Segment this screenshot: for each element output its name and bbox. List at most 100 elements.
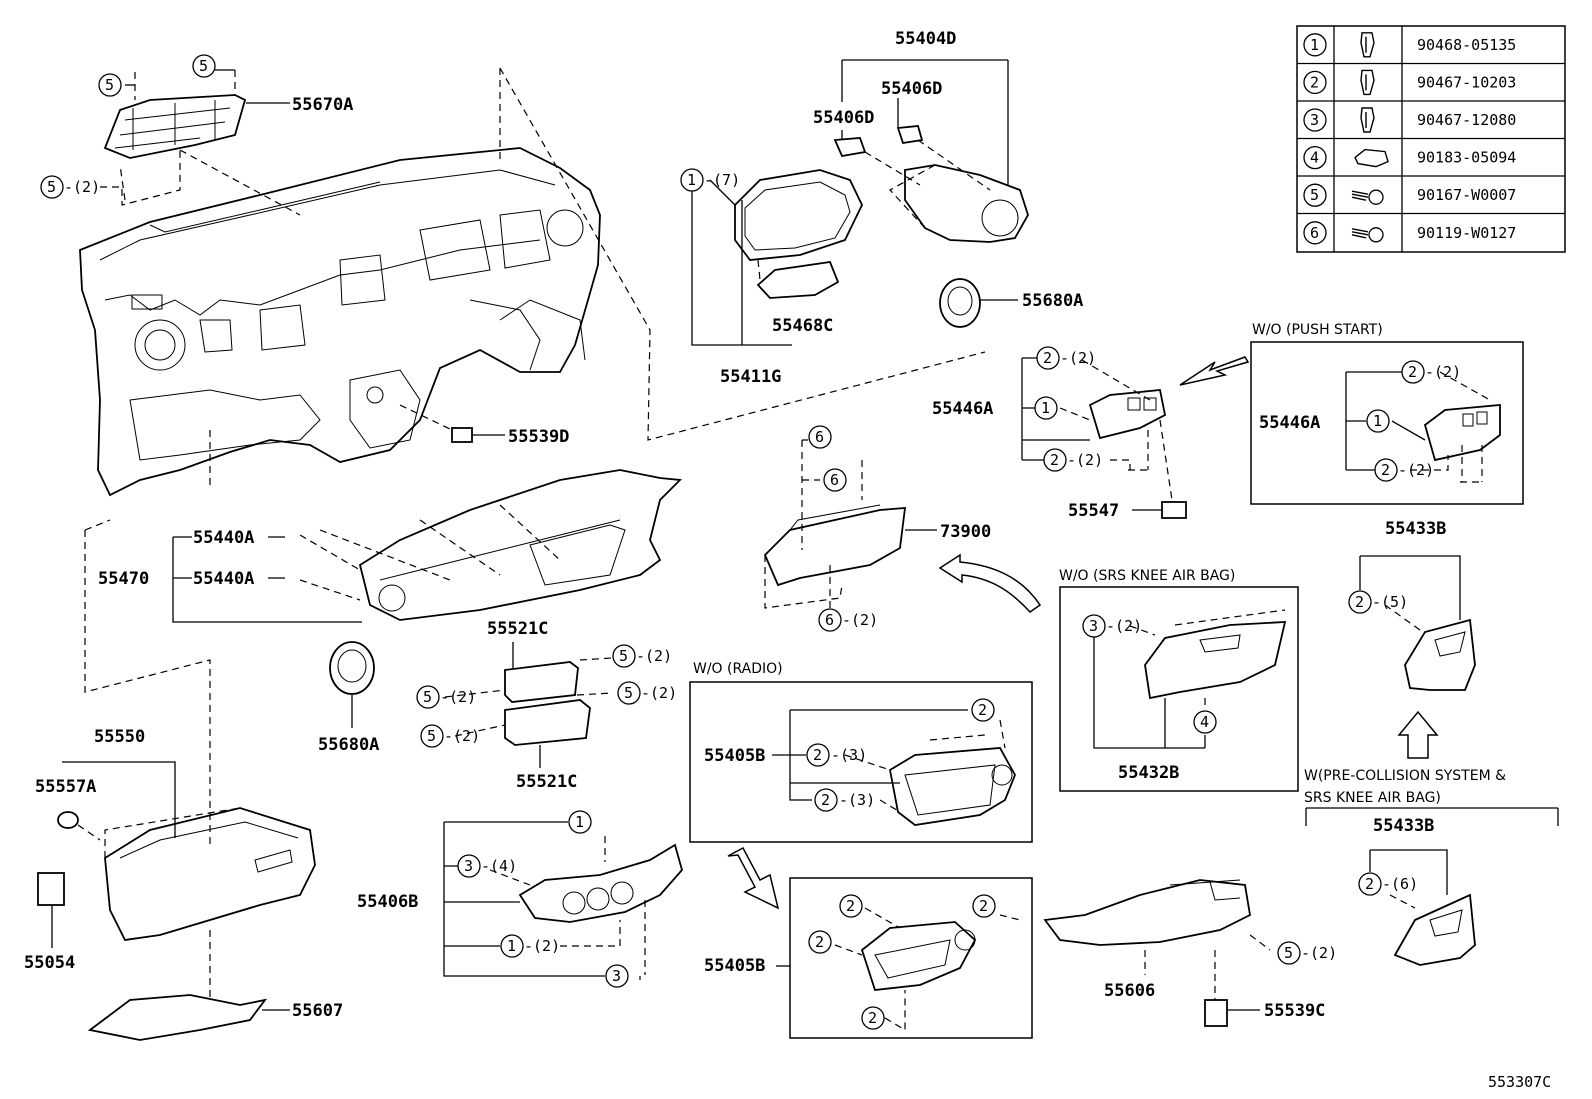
svg-text:2: 2 [978, 701, 987, 719]
callout-2: 2-(2) [1036, 346, 1096, 370]
svg-text:2: 2 [821, 791, 830, 809]
svg-text:-(6): -(6) [1382, 875, 1418, 893]
svg-text:-(2): -(2) [444, 727, 480, 745]
arrow-push-start-icon [1179, 356, 1250, 386]
callout-2: 2 [808, 930, 832, 954]
callout-5: 5 [98, 73, 122, 97]
svg-text:2: 2 [979, 897, 988, 915]
svg-text:3: 3 [612, 967, 621, 985]
callout-2: 2-(3) [814, 788, 875, 812]
label-55440A: 55440A [193, 569, 254, 589]
svg-text:-(2): -(2) [440, 688, 476, 706]
label-55680A: 55680A [318, 735, 379, 755]
callout-3: 3-(4) [457, 854, 517, 878]
switch-55521C-lower [504, 699, 591, 746]
arrow-up-icon [1397, 710, 1439, 759]
svg-text:6: 6 [830, 471, 839, 489]
label-55405B: 55405B [704, 956, 765, 976]
callout-1: 1 -(2) [500, 934, 560, 958]
svg-text:5: 5 [47, 178, 56, 196]
legend-part-number: 90167-W0007 [1417, 186, 1516, 204]
callout-2: 2-(6) [1358, 872, 1418, 896]
clip-55539C [1204, 999, 1228, 1027]
side-vent-part [103, 94, 247, 159]
callout-2: 2-(5) [1348, 590, 1408, 614]
svg-text:1: 1 [507, 937, 516, 955]
label-55446A: 55446A [932, 399, 993, 419]
callout-2: 2-(3) [806, 743, 867, 767]
svg-text:2: 2 [1043, 349, 1052, 367]
panel-55433B-lower [1393, 893, 1476, 966]
label-55404D: 55404D [895, 29, 956, 49]
label-73900: 73900 [940, 522, 991, 542]
callout-6: 6 -(2) [818, 608, 878, 632]
label-55607: 55607 [292, 1001, 343, 1021]
label-55539D: 55539D [508, 427, 569, 447]
caption-push-start: W/O (PUSH START) [1252, 322, 1383, 338]
lower-cover-55432B [1144, 621, 1287, 700]
legend-index: 2 [1310, 73, 1319, 91]
legend-index: 3 [1310, 111, 1319, 129]
svg-text:1: 1 [1373, 412, 1382, 430]
svg-text:-(2): -(2) [524, 937, 560, 955]
callout-1: 1 [568, 810, 592, 834]
callout-3: 3 [605, 964, 629, 988]
svg-text:-(2): -(2) [641, 684, 677, 702]
callout-2: 2-(2) [1043, 448, 1103, 472]
leader-lines [51, 59, 1559, 1039]
svg-text:5: 5 [624, 684, 633, 702]
svg-text:2: 2 [868, 1009, 877, 1027]
parts-55557A-55054 [37, 811, 79, 906]
svg-text:1: 1 [1041, 399, 1050, 417]
center-panel-55406B [518, 843, 683, 923]
label-55406D: 55406D [881, 79, 942, 99]
arrows [727, 356, 1439, 910]
legend-part-number: 90119-W0127 [1417, 224, 1516, 242]
callout-3: 3-(2) [1082, 614, 1142, 638]
callout-5: 5 [192, 54, 216, 78]
svg-text:-(2): -(2) [64, 178, 100, 196]
svg-text:5: 5 [427, 727, 436, 745]
switch-55521C-upper [504, 661, 579, 703]
svg-text:-(7): -(7) [704, 171, 740, 189]
label-55406D: 55406D [813, 108, 874, 128]
captions: W/O (PUSH START) W/O (SRS KNEE AIR BAG) … [693, 322, 1506, 806]
label-55550: 55550 [94, 727, 145, 747]
caption-pre-collision-line2: SRS KNEE AIR BAG) [1304, 790, 1441, 806]
svg-text:-(2): -(2) [1398, 461, 1434, 479]
glovebox-bracket-55607 [87, 994, 268, 1041]
diagram-id: 553307C [1488, 1073, 1551, 1091]
bezel-55405B-radio [888, 747, 1016, 826]
label-55433B: 55433B [1385, 519, 1446, 539]
svg-text:2: 2 [1381, 461, 1390, 479]
label-55680A: 55680A [1022, 291, 1083, 311]
screw-icon [1351, 189, 1384, 205]
legend-index: 6 [1310, 224, 1319, 242]
label-55411G: 55411G [720, 367, 781, 387]
svg-text:6: 6 [815, 428, 824, 446]
svg-text:5: 5 [619, 647, 628, 665]
svg-text:1: 1 [575, 813, 584, 831]
svg-text:2: 2 [813, 746, 822, 764]
svg-text:-(2): -(2) [842, 611, 878, 629]
legend-part-number: 90467-10203 [1417, 73, 1516, 91]
svg-text:-(2): -(2) [636, 647, 672, 665]
label-55557A: 55557A [35, 777, 96, 797]
caption-radio: W/O (RADIO) [693, 661, 783, 677]
switch-panel-55446A-push-start [1423, 404, 1501, 462]
lower-panel-55470 [358, 469, 682, 621]
clip-icon [1360, 32, 1375, 58]
label-55606: 55606 [1104, 981, 1155, 1001]
arrow-knee-airbag-icon [938, 553, 1042, 613]
cluster-panel-55404D [833, 125, 1029, 243]
svg-text:6: 6 [825, 611, 834, 629]
svg-text:-(4): -(4) [481, 857, 517, 875]
label-55432B: 55432B [1118, 763, 1179, 783]
caption-knee-airbag: W/O (SRS KNEE AIR BAG) [1059, 568, 1235, 584]
callout-5: 5 -(2) [617, 681, 677, 705]
switch-panel-55446A [1088, 389, 1187, 519]
